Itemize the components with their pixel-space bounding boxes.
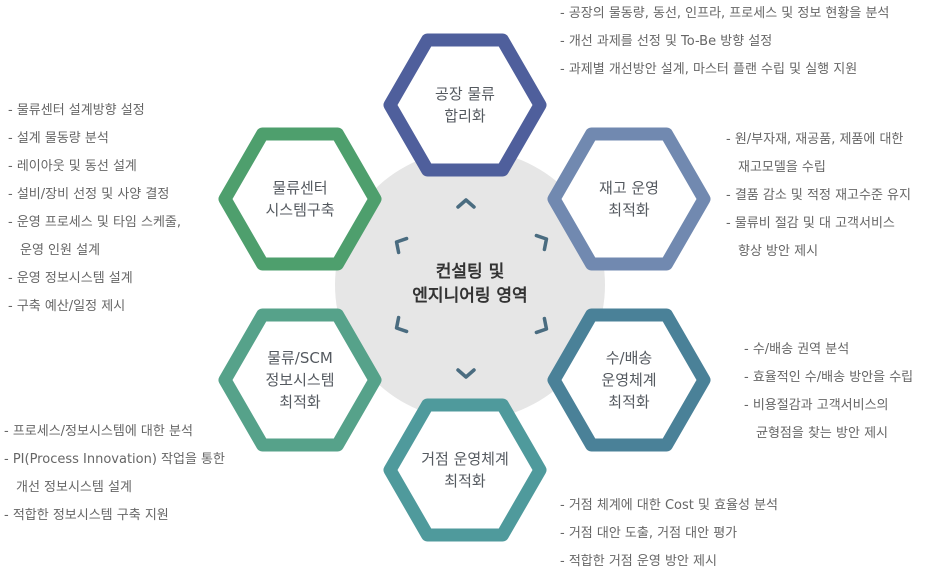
list-item-text: - 적합한 정보시스템 구축 지원: [4, 508, 169, 523]
list-delivery: - 수/배송 권역 분석 - 효율적인 수/배송 방안을 수립 - 비용절감과 고객…: [744, 336, 913, 448]
list-item-text: - 구축 예산/일정 제시: [8, 299, 126, 314]
list-item-continuation: 개선 정보시스템 설계: [16, 480, 132, 495]
list-item-text: - 운영 프로세스 및 타임 스케줄,: [8, 215, 182, 230]
list-item: - 설비/장비 선정 및 사양 결정: [8, 181, 181, 209]
list-item: - 개선 과제를 선정 및 To-Be 방향 설정: [560, 28, 889, 56]
hexagon-label-line: 거점 운영체계: [421, 450, 509, 468]
center-title-line1: 컨설팅 및: [435, 262, 505, 282]
list-item: - 적합한 정보시스템 구축 지원: [4, 502, 225, 530]
list-item-text: - 레이아웃 및 동선 설계: [8, 159, 137, 174]
list-item-text: - 원/부자재, 재공품, 제품에 대한: [726, 132, 904, 147]
list-hub: - 거점 체계에 대한 Cost 및 효율성 분석 - 거점 대안 도출, 거점 …: [560, 492, 778, 576]
list-item-text: - 거점 체계에 대한 Cost 및 효율성 분석: [560, 498, 778, 513]
list-item-text: - PI(Process Innovation) 작업을 통한: [4, 452, 225, 467]
list-factory: - 공장의 물동량, 동선, 인프라, 프로세스 및 정보 현황을 분석 - 개선…: [560, 0, 889, 84]
list-item-text: - 물류비 절감 및 대 고객서비스: [726, 216, 895, 231]
list-item: - 운영 정보시스템 설계: [8, 265, 181, 293]
list-item-continuation: 균형점을 찾는 방안 제시: [756, 426, 888, 441]
center-circle: [335, 150, 605, 420]
list-item: - 적합한 거점 운영 방안 제시: [560, 548, 778, 576]
list-item: - 구축 예산/일정 제시: [8, 293, 181, 321]
list-item-text: - 적합한 거점 운영 방안 제시: [560, 554, 717, 569]
hexagon-delivery: [547, 308, 711, 452]
list-scm: - 프로세스/정보시스템에 대한 분석 - PI(Process Innovati…: [4, 418, 225, 530]
list-item-text: - 프로세스/정보시스템에 대한 분석: [4, 424, 193, 439]
list-item-text: - 공장의 물동량, 동선, 인프라, 프로세스 및 정보 현황을 분석: [560, 6, 890, 21]
list-item-text: - 효율적인 수/배송 방안을 수립: [744, 370, 914, 385]
list-item: - 거점 체계에 대한 Cost 및 효율성 분석: [560, 492, 778, 520]
list-item-text: - 수/배송 권역 분석: [744, 342, 850, 357]
hexagon-label-line: 정보시스템: [265, 371, 335, 389]
hexagon-label-line: 공장 물류: [435, 85, 495, 103]
list-item-continuation: 향상 방안 제시: [738, 244, 819, 259]
center-title: 컨설팅 및 엔지니어링 영역: [412, 260, 527, 308]
list-item: - 레이아웃 및 동선 설계: [8, 153, 181, 181]
list-item-text: - 거점 대안 도출, 거점 대안 평가: [560, 526, 738, 541]
list-item: - 공장의 물동량, 동선, 인프라, 프로세스 및 정보 현황을 분석: [560, 0, 889, 28]
list-item: - 프로세스/정보시스템에 대한 분석: [4, 418, 225, 446]
list-item: - 설계 물동량 분석: [8, 125, 181, 153]
list-item-text: - 설비/장비 선정 및 사양 결정: [8, 187, 170, 202]
arrow-group: [394, 198, 549, 379]
hexagon-label-line: 물류/SCM: [267, 349, 333, 367]
arrow-upper-left-chevron: [394, 236, 409, 255]
list-item: - 과제별 개선방안 설계, 마스터 플랜 수립 및 실행 지원: [560, 56, 889, 84]
list-item-text: - 개선 과제를 선정 및 To-Be 방향 설정: [560, 34, 773, 49]
hexagon-label-line: 최적화: [608, 201, 650, 219]
list-item-text: - 과제별 개선방안 설계, 마스터 플랜 수립 및 실행 지원: [560, 62, 858, 77]
arrow-lower-right-chevron: [534, 316, 549, 335]
list-item-text: - 결품 감소 및 적정 재고수준 유지: [726, 188, 911, 203]
list-item: - 거점 대안 도출, 거점 대안 평가: [560, 520, 778, 548]
arrow-up-chevron: [456, 198, 476, 209]
hexagon-label-line: 최적화: [608, 393, 650, 411]
hexagon-label-line: 재고 운영: [599, 179, 659, 197]
list-item: - 물류센터 설계방향 설정: [8, 97, 181, 125]
list-item-text: - 운영 정보시스템 설계: [8, 271, 133, 286]
list-item: - 수/배송 권역 분석: [744, 336, 913, 364]
hexagon-center-build: [218, 127, 382, 271]
hexagon-label-line: 물류센터: [272, 179, 328, 197]
arrow-upper-right-chevron: [534, 233, 549, 252]
hexagon-hub: [383, 398, 547, 542]
hexagon-label-line: 최적화: [279, 393, 321, 411]
list-item: - 효율적인 수/배송 방안을 수립: [744, 364, 913, 392]
list-item: - 결품 감소 및 적정 재고수준 유지: [726, 182, 911, 210]
hexagon-factory: [383, 33, 547, 177]
list-item-text: - 설계 물동량 분석: [8, 131, 109, 146]
list-item-continuation: 재고모델을 수립: [738, 160, 826, 175]
hexagon-label-line: 수/배송: [605, 349, 653, 367]
list-item-text: - 비용절감과 고객서비스의: [744, 398, 889, 413]
hexagon-group: [218, 33, 711, 542]
hexagon-inventory: [547, 127, 711, 271]
list-item-continuation: 운영 인원 설계: [20, 243, 101, 258]
center-title-line2: 엔지니어링 영역: [412, 286, 528, 306]
list-center-build: - 물류센터 설계방향 설정 - 설계 물동량 분석 - 레이아웃 및 동선 설계 -…: [8, 97, 181, 321]
list-item-text: - 물류센터 설계방향 설정: [8, 103, 145, 118]
hexagon-label-line: 최적화: [444, 472, 486, 490]
arrow-lower-left-chevron: [394, 315, 409, 334]
hexagon-label-line: 합리화: [444, 107, 486, 125]
arrow-down-chevron: [456, 368, 476, 379]
hexagon-scm: [218, 308, 382, 452]
hexagon-label-line: 운영체계: [601, 371, 657, 389]
hexagon-label-line: 시스템구축: [265, 201, 335, 219]
list-item: - 운영 프로세스 및 타임 스케줄, 운영 인원 설계: [8, 209, 181, 265]
